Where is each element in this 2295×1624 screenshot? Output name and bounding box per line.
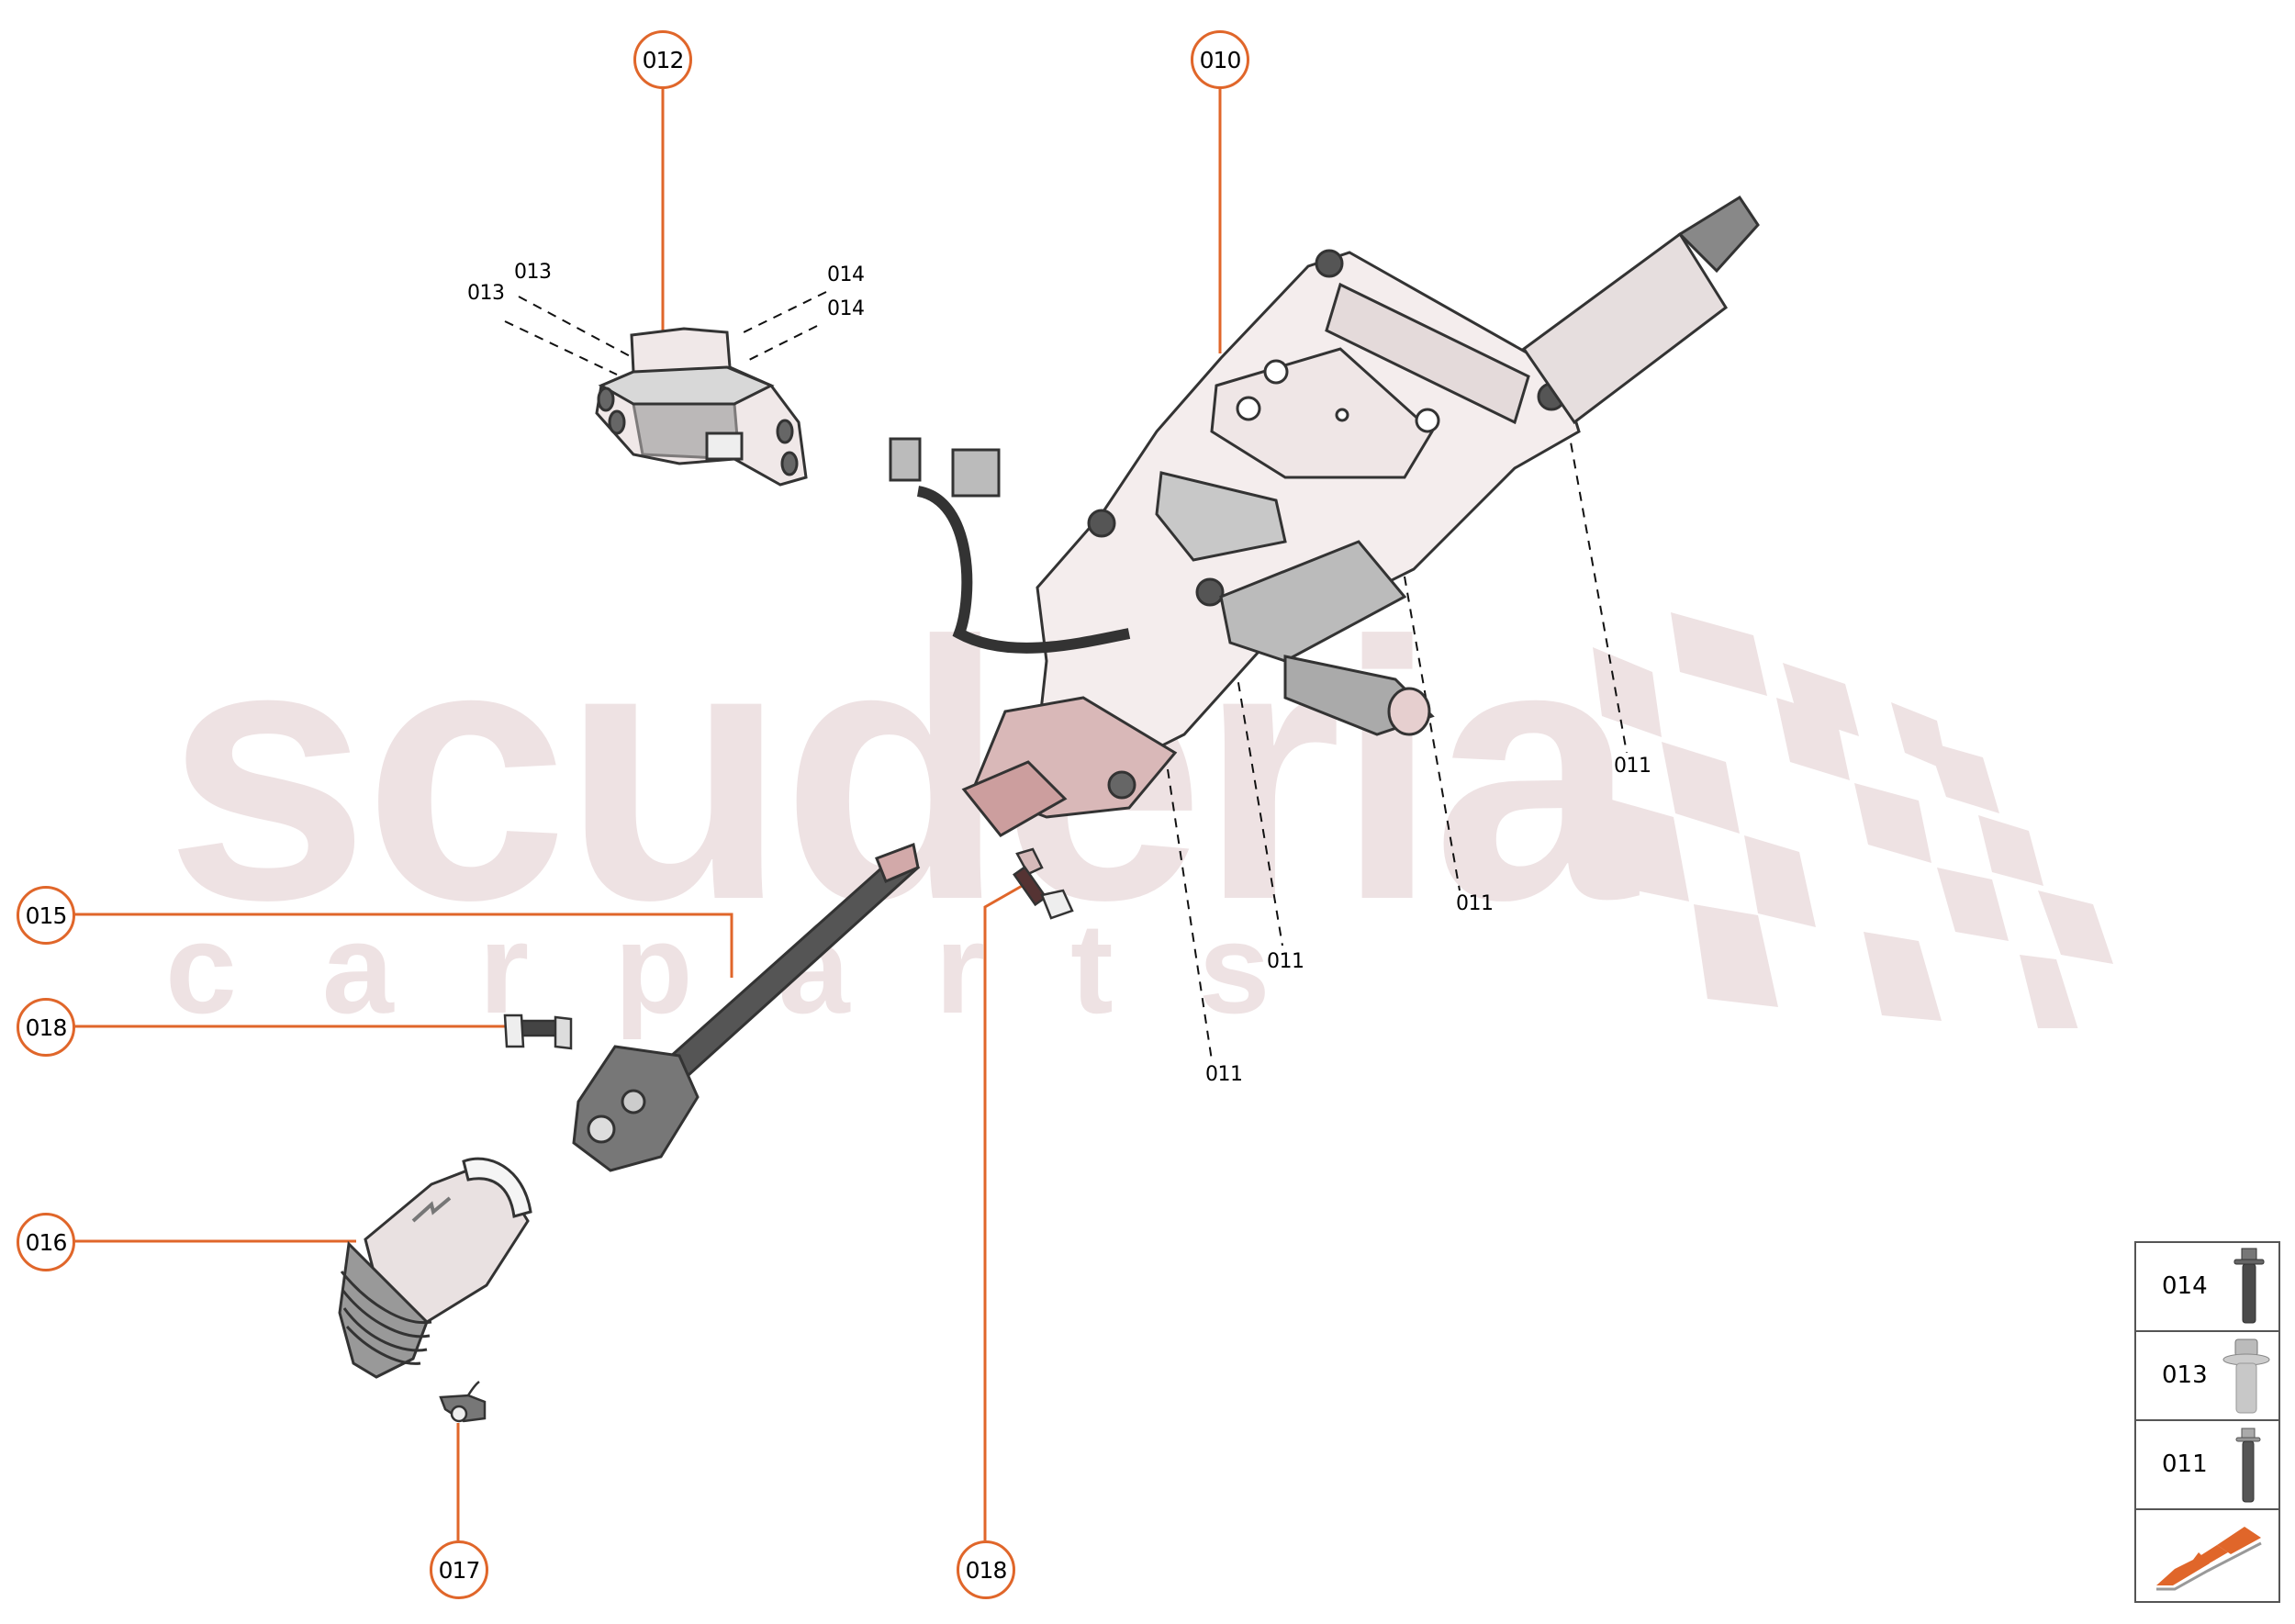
callout-010[interactable]: 010 bbox=[1191, 30, 1249, 89]
legend-row-011[interactable]: 011 bbox=[2136, 1421, 2278, 1510]
long-flange-bolt-threaded-icon bbox=[2235, 1428, 2261, 1503]
callout-018-left[interactable]: 018 bbox=[17, 998, 75, 1057]
ref-label-014: 014 bbox=[827, 297, 865, 320]
legend-label: 011 bbox=[2162, 1450, 2208, 1478]
callout-label: 017 bbox=[438, 1556, 481, 1584]
ref-label-014: 014 bbox=[827, 263, 865, 286]
ref-label-011: 011 bbox=[1205, 1063, 1243, 1086]
front-direction-arrow-icon bbox=[2156, 1527, 2262, 1591]
callout-label: 018 bbox=[965, 1556, 1008, 1584]
intermediate-shaft-015 bbox=[572, 842, 921, 1172]
callout-label: 018 bbox=[25, 1014, 68, 1041]
wiring-harness bbox=[889, 437, 1131, 654]
clip-017 bbox=[439, 1381, 487, 1423]
callout-016[interactable]: 016 bbox=[17, 1213, 75, 1271]
callout-label: 015 bbox=[25, 902, 68, 929]
bolt-018-right bbox=[1013, 847, 1074, 920]
legend-row-014[interactable]: 014 bbox=[2136, 1243, 2278, 1332]
callout-017[interactable]: 017 bbox=[430, 1540, 488, 1599]
short-flange-bolt-light-icon bbox=[2222, 1338, 2270, 1414]
bolt-018-left bbox=[503, 1014, 573, 1050]
long-flange-bolt-dark-icon bbox=[2233, 1248, 2265, 1324]
ref-label-013: 013 bbox=[467, 282, 505, 305]
fastener-legend: 014 013 011 bbox=[2134, 1241, 2280, 1603]
ref-label-011: 011 bbox=[1456, 892, 1494, 915]
legend-direction bbox=[2136, 1510, 2278, 1597]
ref-label-011: 011 bbox=[1267, 950, 1304, 973]
steering-column-010 bbox=[961, 195, 1760, 837]
ref-label-011: 011 bbox=[1614, 755, 1651, 778]
bellows-boot-016 bbox=[338, 1157, 532, 1379]
callout-015[interactable]: 015 bbox=[17, 886, 75, 945]
legend-label: 013 bbox=[2162, 1361, 2208, 1389]
watermark-sub: carparts bbox=[165, 896, 1356, 1040]
legend-label: 014 bbox=[2162, 1272, 2208, 1300]
callout-label: 016 bbox=[25, 1228, 68, 1256]
mounting-bracket-012 bbox=[595, 327, 808, 487]
callout-018-bottom[interactable]: 018 bbox=[957, 1540, 1015, 1599]
checkered-flag-watermark bbox=[1593, 612, 2113, 1028]
callout-label: 010 bbox=[1199, 46, 1242, 73]
callout-label: 012 bbox=[642, 46, 685, 73]
callout-012[interactable]: 012 bbox=[633, 30, 692, 89]
ref-label-013: 013 bbox=[514, 261, 552, 284]
legend-row-013[interactable]: 013 bbox=[2136, 1332, 2278, 1421]
watermark-main: scuderia bbox=[165, 566, 1637, 976]
